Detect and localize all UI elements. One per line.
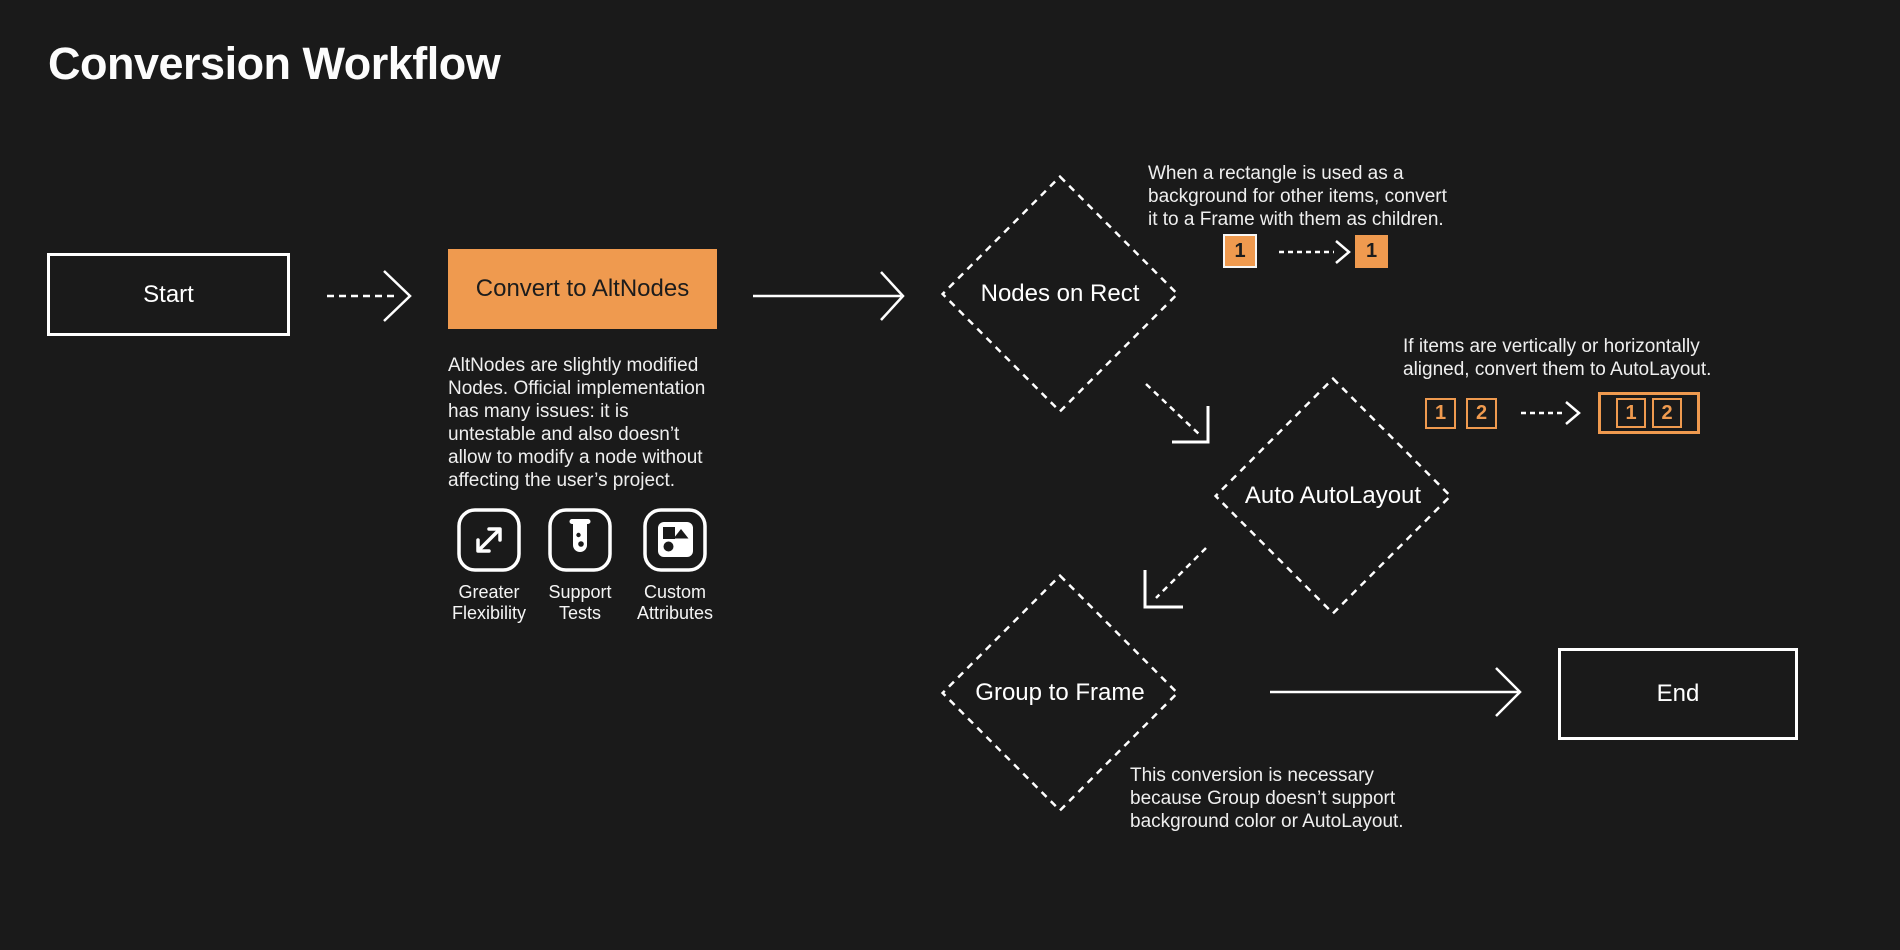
arrow-autolayout-badges <box>1521 401 1581 425</box>
shapes-icon <box>643 508 707 572</box>
arrow-group-to-frame-to-end <box>1270 667 1522 717</box>
convert-to-altnodes-label: Convert to AltNodes <box>475 275 690 302</box>
end-node-label: End <box>1656 680 1700 707</box>
arrow-auto-autolayout-to-group-to-frame <box>1143 547 1207 609</box>
autolayout-badge-after-1: 1 <box>1616 398 1646 428</box>
test-tube-icon <box>548 508 612 572</box>
altnodes-description: AltNodes are slightly modified Nodes. Of… <box>448 355 706 491</box>
expand-arrows-icon <box>457 508 521 572</box>
feature-label-greater-flexibility: Greater Flexibility <box>451 582 526 623</box>
nodes-on-rect-annotation: When a rectangle is used as a background… <box>1148 163 1447 230</box>
autolayout-badge-after-2: 2 <box>1652 398 1682 428</box>
autolayout-badge-before-2: 2 <box>1466 398 1497 429</box>
rect-badge-before: 1 <box>1223 234 1257 268</box>
nodes-on-rect-diamond <box>940 174 1180 414</box>
end-node: End <box>1558 648 1798 740</box>
arrow-start-to-convert <box>327 270 412 322</box>
start-node: Start <box>47 253 290 336</box>
feature-label-support-tests: Support Tests <box>548 582 612 623</box>
feature-label-custom-attributes: Custom Attributes <box>636 582 714 623</box>
arrow-convert-to-nodes-on-rect <box>753 271 905 321</box>
frame-badge-after: 1 <box>1355 235 1388 268</box>
autolayout-frame-group: 1 2 <box>1598 392 1700 434</box>
start-node-label: Start <box>143 280 194 308</box>
group-to-frame-label: Group to Frame <box>975 679 1145 706</box>
arrow-nodes-on-rect-to-auto-autolayout <box>1145 383 1210 444</box>
arrow-rect-to-frame-badges <box>1279 240 1351 264</box>
auto-autolayout-diamond <box>1213 376 1453 616</box>
page-title: Conversion Workflow <box>48 38 501 89</box>
auto-autolayout-annotation: If items are vertically or horizontally … <box>1403 336 1712 380</box>
group-to-frame-annotation: This conversion is necessary because Gro… <box>1130 765 1404 832</box>
nodes-on-rect-label: Nodes on Rect <box>980 280 1140 307</box>
convert-to-altnodes-node: Convert to AltNodes <box>448 249 717 329</box>
auto-autolayout-label: Auto AutoLayout <box>1244 482 1422 509</box>
autolayout-badge-before-1: 1 <box>1425 398 1456 429</box>
group-to-frame-diamond <box>940 573 1180 813</box>
